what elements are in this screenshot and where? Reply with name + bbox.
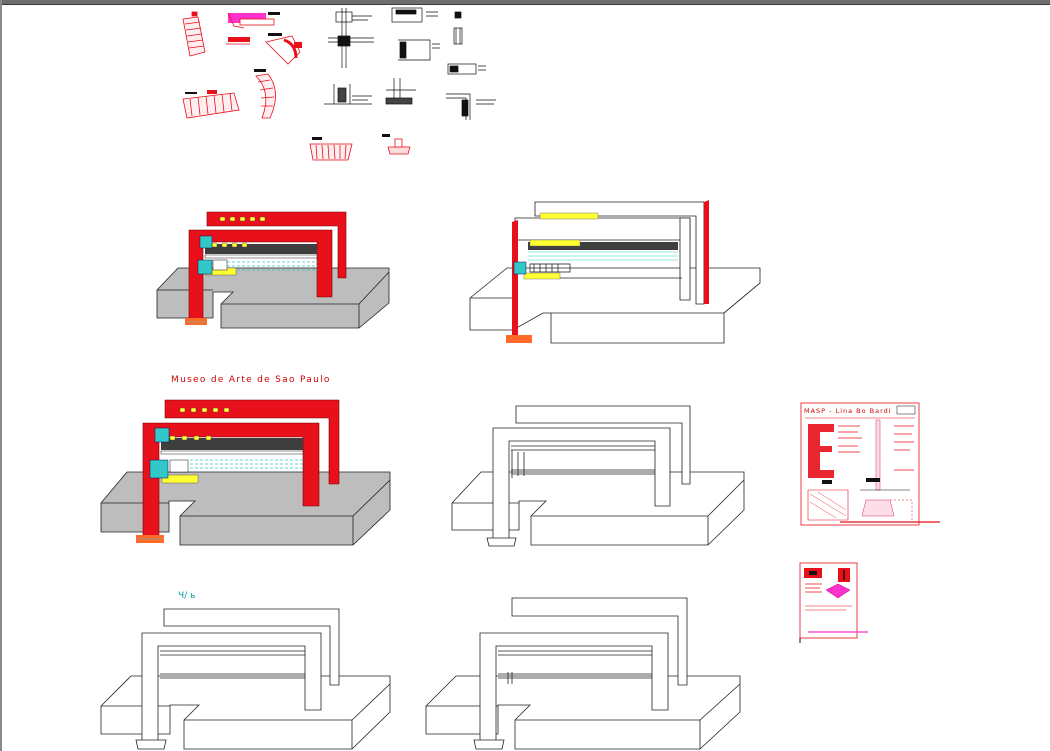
model-outline-mid[interactable] bbox=[451, 405, 745, 547]
detail-group-red bbox=[182, 11, 411, 161]
model-outline-bottom-right[interactable] bbox=[425, 597, 741, 750]
detail-sheet-masp[interactable]: MASP - Lina Bo Bardi bbox=[800, 402, 940, 526]
cyan-annotation: Ч/ ь bbox=[178, 591, 195, 601]
window-top-border bbox=[0, 0, 1050, 5]
model-red-mid[interactable] bbox=[100, 399, 391, 546]
detail-sheet-small[interactable] bbox=[799, 562, 868, 643]
model-outline-top[interactable] bbox=[469, 200, 761, 344]
drawing-title: Museo de Arte de Sao Paulo bbox=[171, 375, 331, 385]
window-left-border bbox=[0, 0, 2, 751]
model-outline-bottom-left[interactable] bbox=[100, 608, 391, 750]
detail-group-black bbox=[324, 7, 496, 120]
model-red-top[interactable] bbox=[156, 211, 390, 329]
sheet-title: MASP - Lina Bo Bardi bbox=[804, 407, 892, 415]
